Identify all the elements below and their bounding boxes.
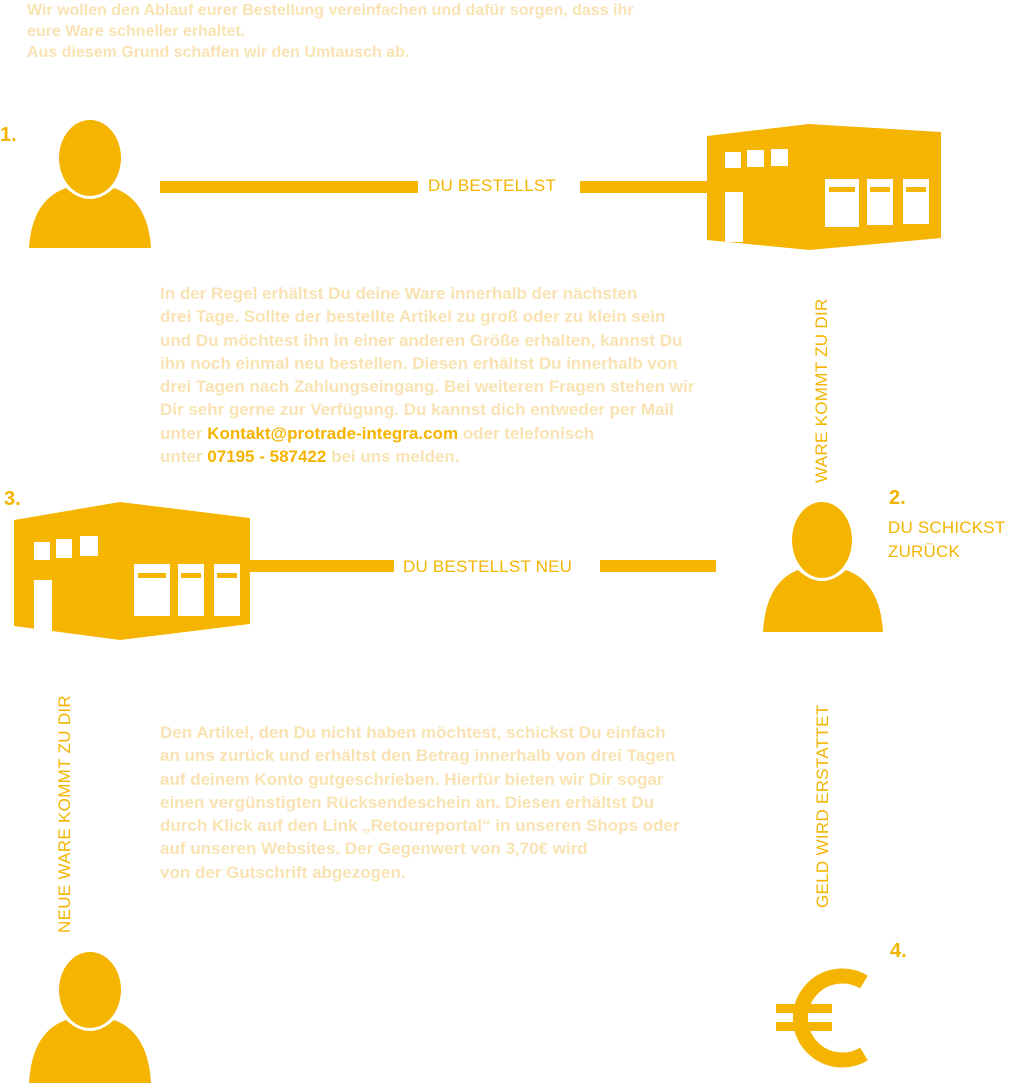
email-link[interactable]: Kontakt@protrade-integra.com — [207, 423, 459, 443]
paragraph-line: drei Tagen nach Zahlungseingang. Bei wei… — [160, 377, 695, 397]
paragraph-line: einen vergünstigten Rücksendeschein an. … — [160, 792, 655, 812]
vertical-label-new-goods-arrive: NEUE WARE KOMMT ZU DIR — [55, 695, 74, 933]
paragraph-line: von der Gutschrift abgezogen. — [160, 862, 406, 882]
step-3-number: 3. — [4, 488, 21, 510]
paragraph-line: ihn noch einmal neu bestellen. Diesen er… — [160, 353, 678, 373]
connector-bar — [580, 181, 710, 193]
paragraph-line: auf deinem Konto gutgeschrieben. Hierfür… — [160, 769, 664, 789]
paragraph-line: durch Klick auf den Link „Retoureportal“… — [160, 816, 680, 836]
text-fragment: unter — [160, 447, 208, 467]
phone-number: 07195 - 587422 — [207, 447, 327, 467]
paragraph-return: Den Artikel, den Du nicht haben möchtest… — [160, 721, 680, 884]
step-4-number: 4. — [890, 940, 907, 962]
connector-bar — [160, 181, 418, 193]
paragraph-line: Den Artikel, den Du nicht haben möchtest… — [160, 723, 666, 742]
person-icon — [29, 952, 151, 1083]
step-1-number: 1. — [0, 124, 17, 146]
text-fragment: unter — [160, 423, 208, 443]
paragraph-delivery: In der Regel erhältst Du deine Ware inne… — [160, 282, 694, 468]
vertical-label-refund: GELD WIRD ERSTATTET — [813, 704, 832, 908]
text-fragment: oder telefonisch — [458, 423, 595, 443]
intro-line: Wir wollen den Ablauf eurer Bestellung v… — [27, 2, 634, 19]
euro-icon — [776, 968, 868, 1068]
warehouse-icon — [707, 124, 941, 250]
paragraph-line: unter 07195 - 587422 bei uns melden. — [160, 445, 694, 468]
person-icon — [29, 120, 151, 248]
paragraph-line: und Du möchtest ihn in einer anderen Grö… — [160, 330, 683, 350]
intro-text: Wir wollen den Ablauf eurer Bestellung v… — [27, 0, 787, 63]
connector-label-reorder: DU BESTELLST NEU — [403, 557, 573, 576]
paragraph-line: auf unseren Websites. Der Gegenwert von … — [160, 839, 588, 859]
warehouse-icon — [14, 502, 250, 640]
paragraph-line: In der Regel erhältst Du deine Ware inne… — [160, 284, 638, 303]
connector-bar — [600, 560, 716, 572]
person-icon — [763, 502, 883, 632]
step-2-label: DU SCHICKST ZURÜCK — [888, 516, 1005, 564]
connector-label-order: DU BESTELLST — [428, 176, 557, 195]
intro-line: eure Ware schneller erhaltet. — [27, 23, 246, 40]
vertical-label-goods-arrive: WARE KOMMT ZU DIR — [812, 298, 831, 483]
paragraph-line: Dir sehr gerne zur Verfügung. Du kannst … — [160, 400, 674, 420]
text-fragment: bei uns melden. — [326, 447, 460, 467]
label-line: ZURÜCK — [888, 542, 961, 561]
step-2-number: 2. — [889, 487, 906, 509]
intro-line: Aus diesem Grund schaffen wir den Umtaus… — [27, 44, 410, 61]
connector-bar — [250, 560, 394, 572]
paragraph-line: an uns zurück und erhältst den Betrag in… — [160, 746, 676, 766]
paragraph-line: unter Kontakt@protrade-integra.com oder … — [160, 422, 694, 445]
label-line: DU SCHICKST — [888, 518, 1006, 537]
paragraph-line: drei Tage. Sollte der bestellte Artikel … — [160, 307, 666, 327]
